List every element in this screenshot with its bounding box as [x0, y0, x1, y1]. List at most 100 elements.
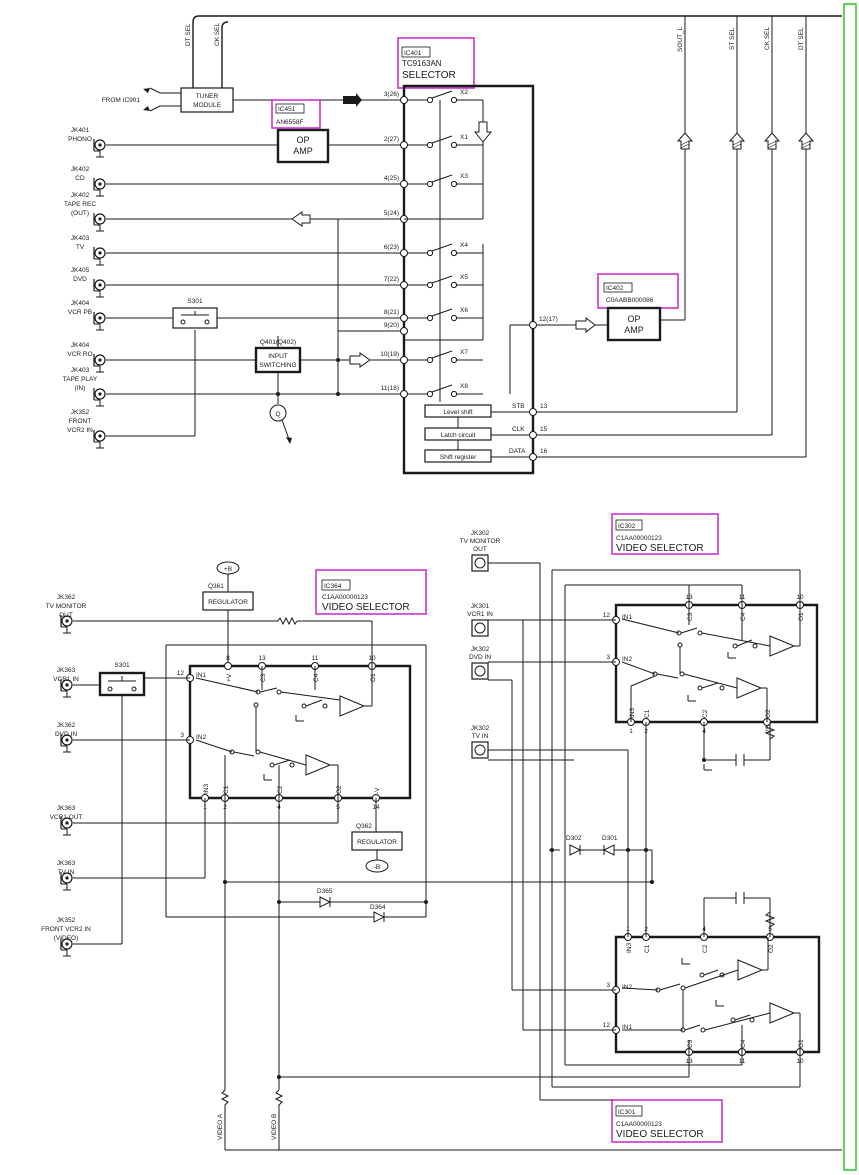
s301-switch: S301 — [172, 298, 218, 329]
video-jack-icon — [471, 662, 489, 680]
ic302-internal — [621, 605, 801, 722]
svg-text:OP: OP — [627, 314, 640, 324]
ic401-pin — [400, 327, 408, 335]
ic-pin-name: IN3 — [626, 943, 633, 954]
svg-text:TUNER: TUNER — [196, 93, 219, 100]
jack-label-ref: JK302 — [471, 530, 490, 537]
ic-pin-name: +V — [226, 673, 233, 682]
jack-label-ref: JK363 — [57, 667, 76, 674]
signal-arrow-icon — [343, 93, 362, 107]
svg-text:TC9163AN: TC9163AN — [402, 59, 442, 68]
jack-label-name: VCR1 OUT — [50, 814, 83, 821]
jack-label-name: DVD IN — [55, 731, 77, 738]
jack-label-ref: JK301 — [471, 603, 490, 610]
ic-pin-name: C3 — [687, 612, 694, 621]
svg-text:STB: STB — [512, 403, 525, 410]
right-video-wires — [279, 562, 801, 1101]
ic-pin-name: C1 — [644, 944, 651, 953]
ic401-pin-label: 6(23) — [384, 244, 399, 251]
ic-pin-name: C4 — [313, 673, 320, 682]
jack-label-ref: JK363 — [57, 805, 76, 812]
resistor — [274, 1089, 284, 1150]
ic402-op-amp: OP AMP — [606, 306, 662, 342]
jack-label-sub: OUT — [473, 546, 487, 553]
ic-pin-number: 13 — [258, 655, 266, 662]
ic-pin-name: O2 — [336, 785, 343, 794]
svg-text:VIDEO SELECTOR: VIDEO SELECTOR — [322, 602, 410, 613]
svg-text:Q361: Q361 — [208, 583, 224, 590]
ic-pin-number: 8 — [226, 655, 230, 662]
svg-text:C1AA00000123: C1AA00000123 — [322, 594, 368, 601]
label-video-a: VIDEO A — [217, 1113, 224, 1140]
svg-text:IC364: IC364 — [324, 583, 342, 590]
resistor — [764, 723, 776, 744]
s301-switch-video: S301 — [98, 662, 146, 697]
plus-b-supply: +B — [216, 561, 240, 592]
ic-pin-name: IN1 — [622, 1024, 633, 1031]
ic-pin-number: 1 — [629, 728, 633, 735]
jack-label-sub: VCR2 IN — [67, 427, 93, 434]
svg-text:VIDEO SELECTOR: VIDEO SELECTOR — [616, 1129, 704, 1140]
svg-text:IC451: IC451 — [278, 106, 296, 113]
svg-text:Q: Q — [275, 411, 280, 418]
jack-label-name: PHONO — [68, 136, 92, 143]
jack-label-name: TV MONITOR — [46, 603, 87, 610]
svg-text:IC401: IC401 — [404, 50, 422, 57]
jack-label-name: FRONT — [69, 418, 91, 425]
svg-text:CLK: CLK — [512, 426, 525, 433]
jack-label-name: DVD — [73, 276, 87, 283]
resistor — [764, 911, 776, 932]
svg-text:AMP: AMP — [293, 146, 313, 156]
jack-label-ref: JK302 — [471, 725, 490, 732]
jack-label-ref: JK402 — [71, 192, 90, 199]
jack-label-name: VCR1 IN — [467, 611, 493, 618]
rca-jack-icon — [93, 387, 106, 407]
jack-label-ref: JK352 — [71, 409, 90, 416]
ic-pin-name: IN1 — [622, 614, 633, 621]
jack-label-ref: JK362 — [57, 594, 76, 601]
svg-text:IC402: IC402 — [606, 285, 624, 292]
jack-label-sub: (VIDEO) — [54, 935, 79, 942]
label-dt-sel: DT SEL — [185, 23, 192, 46]
ic401-pin-label: 4(25) — [384, 175, 399, 182]
svg-text:Shift register: Shift register — [440, 454, 477, 461]
jack-label-sub: (IN) — [75, 385, 86, 392]
jack-label-ref: JK352 — [57, 917, 76, 924]
svg-text:16: 16 — [540, 448, 548, 455]
tuner-module: TUNER MODULE — [180, 87, 234, 113]
ic301-internal — [621, 937, 801, 1052]
ic401-switch: X8 — [407, 383, 483, 398]
signal-arrow-icon — [349, 352, 371, 368]
top-bus-wires — [192, 15, 842, 458]
svg-text:Level shift: Level shift — [443, 409, 472, 416]
ic451-label: IC451 AN6558F — [271, 99, 321, 129]
ic-pin-name: IN3 — [629, 708, 636, 719]
svg-text:S301: S301 — [114, 662, 130, 669]
ic302-body — [614, 603, 819, 724]
ic401-pin-label: 9(20) — [384, 322, 399, 329]
ic-pin-number: 11 — [312, 655, 319, 662]
svg-text:MODULE: MODULE — [193, 102, 221, 109]
ic-pin-name: IN2 — [196, 734, 207, 741]
jack-label-name: TV — [76, 244, 85, 251]
svg-text:D365: D365 — [317, 888, 333, 895]
ic401-pin-label: 3(26) — [384, 91, 399, 98]
ic401-pin — [400, 356, 408, 364]
svg-text:D302: D302 — [566, 835, 582, 842]
ic-pin-name: IN2 — [622, 984, 633, 991]
jack-label-ref: JK363 — [57, 860, 76, 867]
svg-text:INPUT: INPUT — [268, 353, 288, 360]
svg-text:IC302: IC302 — [618, 523, 636, 530]
ic364-internal — [195, 666, 373, 798]
